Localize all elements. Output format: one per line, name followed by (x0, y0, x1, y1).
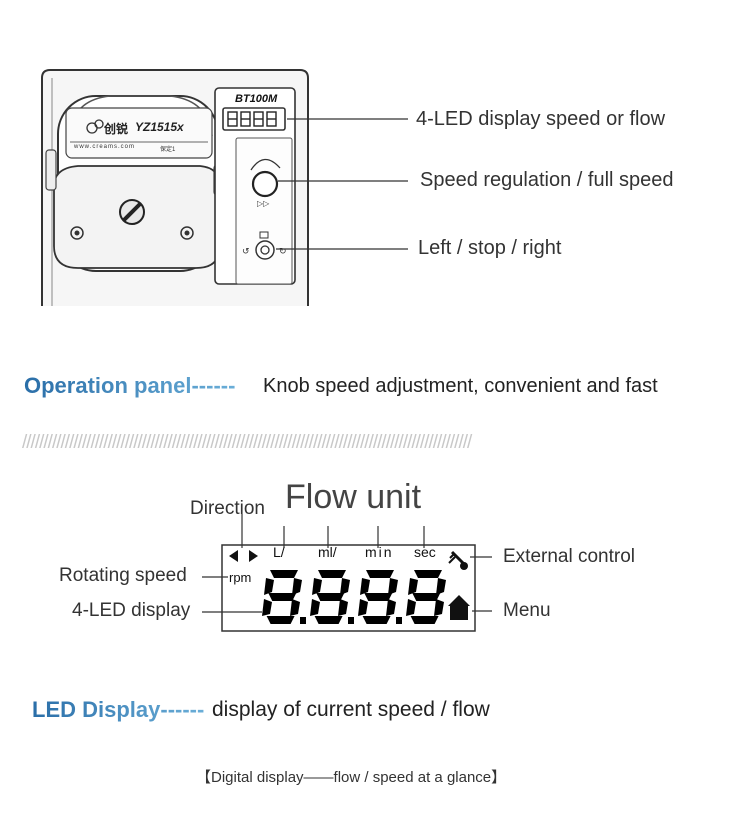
pump-head-label (65, 107, 213, 159)
unit-min: min (365, 544, 394, 560)
caption: 【Digital display——flow / speed at a glan… (196, 769, 507, 786)
external-control-label: External control (503, 546, 636, 567)
unit-ml: ml/ (318, 544, 337, 560)
unit-rpm: rpm (229, 570, 252, 585)
callout-led: 4-LED display speed or flow (416, 108, 666, 130)
direction-label: Direction (190, 498, 265, 519)
menu-label: Menu (503, 600, 551, 621)
bolt-icon (180, 226, 194, 240)
svg-text:↻: ↻ (279, 247, 287, 257)
home-icon (448, 595, 470, 620)
lcd-digits (262, 570, 446, 624)
external-control-icon (448, 550, 468, 570)
unit-sec: sec (414, 544, 436, 560)
panel-model: BT100M (235, 93, 278, 105)
divider: ////////////////////////////////////////… (22, 432, 472, 453)
unit-l: L/ (273, 544, 285, 560)
led-display-title: LED Display------ (32, 697, 205, 722)
led-display-label: 4-LED display (72, 600, 191, 621)
left-arrow-icon (229, 550, 238, 562)
pumphead-url: www.creams.com (74, 144, 136, 150)
right-arrow-icon (249, 550, 258, 562)
fast-forward-icon: ▷▷ (257, 199, 270, 208)
pump-illustration: ▷▷ ↺ ↻ (41, 69, 408, 306)
pumphead-sub: 保定1 (160, 147, 176, 153)
pumphead-model: YZ1515x (135, 120, 184, 134)
brand-cn-text: 创锐 (104, 122, 129, 136)
callout-speed: Speed regulation / full speed (420, 169, 674, 191)
flow-unit-label: Flow unit (285, 478, 422, 516)
lcd-digit (406, 570, 446, 624)
lcd-diagram (202, 514, 492, 632)
operation-panel-desc: Knob speed adjustment, convenient and fa… (263, 375, 658, 397)
led-display-desc: display of current speed / flow (212, 698, 490, 721)
operation-panel-title: Operation panel------ (24, 373, 236, 398)
lcd-digit (262, 570, 306, 624)
speed-knob-icon (251, 170, 279, 198)
callout-direction: Left / stop / right (418, 237, 562, 259)
lcd-decimal-point (396, 617, 402, 624)
lcd-digit (310, 570, 354, 624)
svg-text:↺: ↺ (242, 247, 250, 257)
direction-switch-icon (255, 240, 275, 260)
panel-led-digits (227, 111, 277, 127)
rotating-speed-label: Rotating speed (59, 565, 187, 586)
lcd-digit (358, 570, 402, 624)
lcd-decimal-point (348, 617, 354, 624)
bolt-icon (70, 226, 84, 240)
lcd-decimal-point (300, 617, 306, 624)
